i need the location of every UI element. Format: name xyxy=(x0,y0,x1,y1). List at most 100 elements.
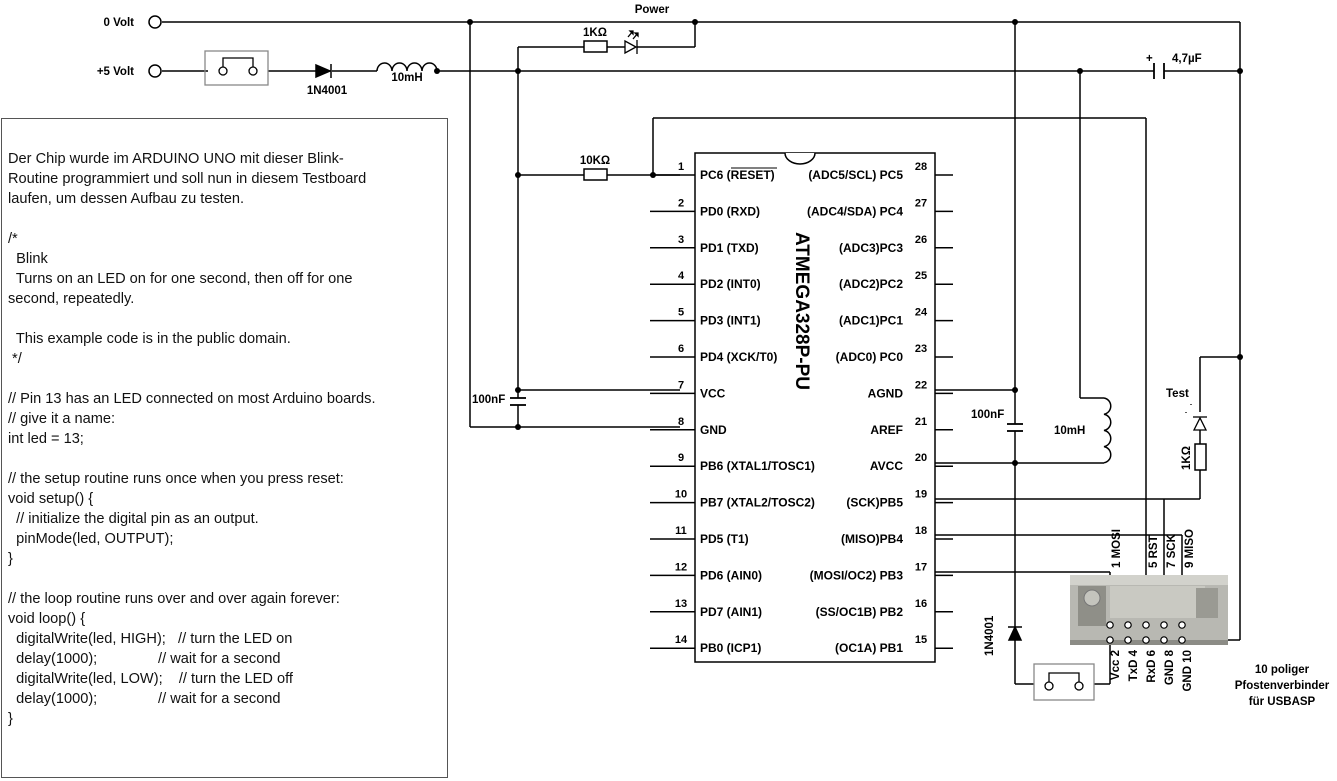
pin-number: 6 xyxy=(678,343,684,355)
note-line xyxy=(8,209,441,229)
connector-bottom-label: RxD 6 xyxy=(1146,650,1158,683)
terminal-0v xyxy=(148,15,162,29)
connector-pin xyxy=(1106,636,1114,644)
note-line: // Pin 13 has an LED connected on most A… xyxy=(8,391,376,407)
note-line: pinMode(led, OUTPUT); xyxy=(8,531,174,547)
connector-pin xyxy=(1160,636,1168,644)
connector-top-label: 9 MISO xyxy=(1184,529,1196,568)
pin-number: 11 xyxy=(675,525,687,537)
pin-label: (SCK)PB5 xyxy=(846,496,903,510)
pin-number: 28 xyxy=(915,161,927,173)
pin-number: 5 xyxy=(678,307,684,319)
test-led xyxy=(1185,404,1208,431)
pin-number: 19 xyxy=(915,489,927,501)
note-line: */ xyxy=(8,351,22,367)
pin-label: VCC xyxy=(700,386,726,400)
pin-number: 25 xyxy=(915,270,927,282)
note-line: void loop() { xyxy=(8,611,86,627)
pin-number: 21 xyxy=(915,416,927,428)
pin-label: AGND xyxy=(868,386,904,400)
power-switch xyxy=(204,50,269,86)
chip-name: ATMEGA328P-PU xyxy=(791,232,812,390)
pin-number: 18 xyxy=(915,525,927,537)
pin-label: (MISO)PB4 xyxy=(841,532,903,546)
power-led xyxy=(624,30,639,55)
note-line: This example code is in the public domai… xyxy=(8,331,291,347)
note-line: second, repeatedly. xyxy=(8,291,135,307)
note-line: void setup() { xyxy=(8,491,94,507)
code-note: Der Chip wurde im ARDUINO UNO mit dieser… xyxy=(1,118,448,778)
pin-number: 10 xyxy=(675,489,687,501)
inductor-main xyxy=(376,62,438,72)
note-line: digitalWrite(led, LOW); // turn the LED … xyxy=(8,671,293,687)
pin-number: 14 xyxy=(675,634,688,646)
capacitor-avcc xyxy=(1007,423,1023,432)
label-diode-main: 1N4001 xyxy=(307,85,348,97)
pin-number: 9 xyxy=(678,452,684,464)
pin-label: PC6 (RESET) xyxy=(700,168,775,182)
pin-number: 3 xyxy=(678,234,684,246)
connector-pins xyxy=(1106,621,1186,644)
wires xyxy=(162,21,1241,685)
pin-number: 27 xyxy=(915,197,927,209)
note-line xyxy=(8,569,441,589)
resistor-test xyxy=(1194,443,1207,471)
note-line: // the setup routine runs once when you … xyxy=(8,471,344,487)
connector-bottom-label: TxD 4 xyxy=(1128,649,1140,681)
pin-label: AVCC xyxy=(870,459,903,473)
resistor-led xyxy=(583,40,608,53)
connector-pin xyxy=(1106,621,1114,629)
pin-label: PD1 (TXD) xyxy=(700,241,759,255)
label-cap-top: 4,7µF xyxy=(1172,53,1202,65)
label-cap-avcc: 100nF xyxy=(971,409,1004,421)
label-0-volt: 0 Volt xyxy=(104,17,135,29)
pin-label: PD7 (AIN1) xyxy=(700,605,762,619)
pin-number: 16 xyxy=(915,598,927,610)
pin-number: 17 xyxy=(915,561,927,573)
atmega-chip xyxy=(694,152,936,663)
pin-label: (ADC0) PC0 xyxy=(836,350,904,364)
note-line: // give it a name: xyxy=(8,411,116,427)
note-line: digitalWrite(led, HIGH); // turn the LED… xyxy=(8,631,293,647)
pin-number: 24 xyxy=(915,307,928,319)
pin-label: PD2 (INT0) xyxy=(700,277,761,291)
connector-pin xyxy=(1124,621,1132,629)
connector-top-label: 5 RST xyxy=(1148,535,1160,568)
capacitor-4-7uf xyxy=(1153,63,1165,79)
chip-pin-stubs xyxy=(650,174,953,649)
pin-label: PD3 (INT1) xyxy=(700,314,761,328)
connector-title-2: Pfostenverbinder xyxy=(1235,680,1330,692)
pin-number: 20 xyxy=(915,452,927,464)
note-line: } xyxy=(8,551,13,567)
label-r-led: 1KΩ xyxy=(583,27,607,39)
label-inductor-avcc: 10mH xyxy=(1054,425,1085,437)
reset-switch xyxy=(1033,663,1095,701)
note-line: // the loop routine runs over and over a… xyxy=(8,591,340,607)
connector-pin xyxy=(1142,621,1150,629)
note-line: int led = 13; xyxy=(8,431,84,447)
label-diode-bottom: 1N4001 xyxy=(984,615,996,656)
pin-label: (ADC5/SCL) PC5 xyxy=(808,168,903,182)
diode-1n4001-bottom xyxy=(1007,625,1023,641)
diode-1n4001-main xyxy=(315,63,332,79)
pin-label: GND xyxy=(700,423,727,437)
note-line: /* xyxy=(8,231,18,247)
pin-number: 8 xyxy=(678,416,684,428)
pin-number: 4 xyxy=(678,270,685,282)
note-line: Blink xyxy=(8,251,48,267)
connector-bottom-label: Vcc 2 xyxy=(1110,650,1122,680)
note-line: Turns on an LED on for one second, then … xyxy=(8,271,353,287)
label-cap-vcc: 100nF xyxy=(472,394,505,406)
component-labels: 0 Volt +5 Volt Power 1N4001 10mH 1KΩ 4,7… xyxy=(97,4,1330,708)
pin-label: (SS/OC1B) PB2 xyxy=(816,605,904,619)
pin-number: 1 xyxy=(678,161,684,173)
note-line xyxy=(8,449,441,469)
pin-label: (ADC3)PC3 xyxy=(839,241,903,255)
note-line: laufen, um dessen Aufbau zu testen. xyxy=(8,191,245,207)
pin-number: 2 xyxy=(678,197,684,209)
label-cap-plus: + xyxy=(1146,53,1153,65)
note-line: Routine programmiert und soll nun in die… xyxy=(8,171,367,187)
pin-label: PD5 (T1) xyxy=(700,532,749,546)
inductor-avcc xyxy=(1103,397,1112,464)
